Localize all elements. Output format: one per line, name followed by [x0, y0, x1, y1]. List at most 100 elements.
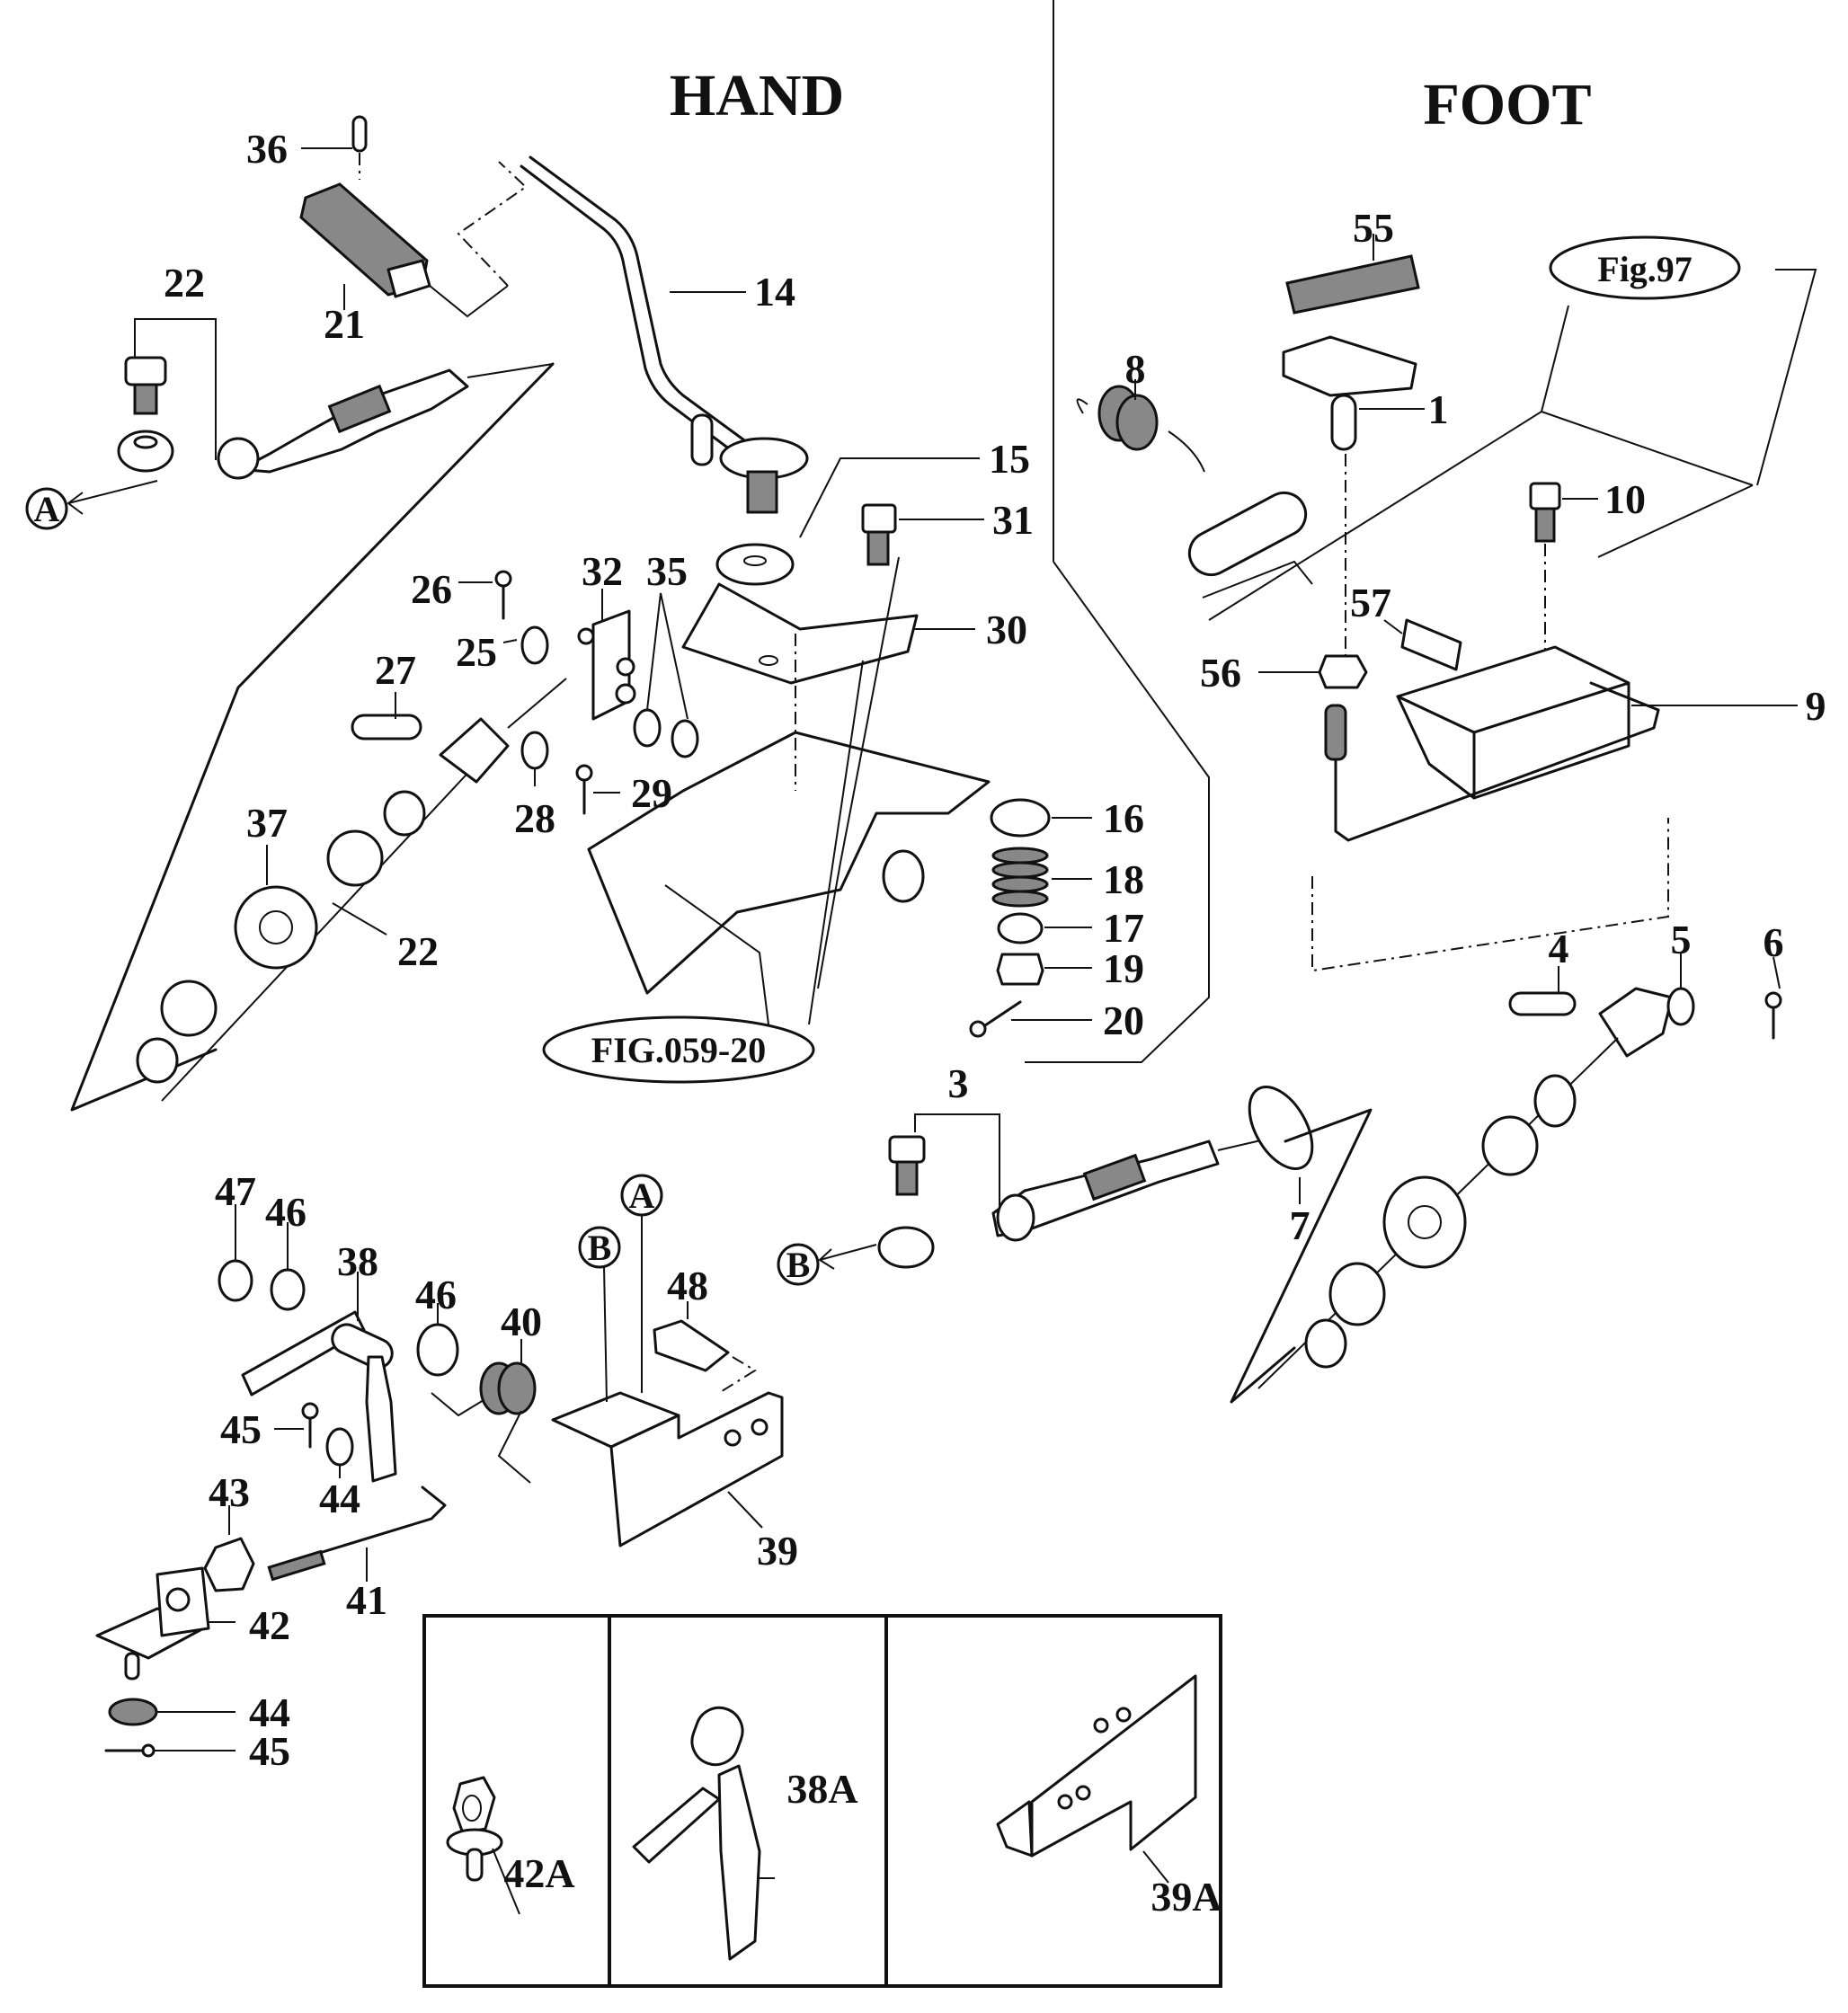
hand-labels: 36 21 22 14 15 31 32 35 30 26 25 27 28 2… [164, 126, 1144, 1043]
dashed-frame [1311, 818, 1669, 972]
part-5-washer [1666, 953, 1695, 1026]
reference-fig-059-20[interactable]: FIG.059-20 [542, 1015, 815, 1084]
part-47-clip [218, 1204, 253, 1302]
inset-panel-42a [446, 1776, 520, 1915]
inset-labels: 42A 38A 39A [503, 1766, 1222, 1920]
label-38a: 38A [786, 1766, 857, 1812]
part-35-washers [633, 592, 699, 758]
label-46-left: 46 [265, 1189, 307, 1235]
connector-b-right[interactable]: B [777, 1243, 877, 1286]
connector-b-label: B [786, 1245, 811, 1285]
part-18-spring [991, 847, 1049, 908]
part-4-pin [1508, 966, 1577, 1016]
part-20-cotter [978, 1000, 1022, 1031]
label-20: 20 [1103, 998, 1144, 1043]
label-7: 7 [1290, 1202, 1310, 1248]
part-10-bolt [1529, 482, 1598, 670]
part-57-key [1383, 618, 1462, 671]
spring-stack [969, 798, 1092, 1038]
connector-b-lower-label: B [588, 1228, 612, 1268]
label-37: 37 [246, 800, 288, 846]
label-47: 47 [215, 1168, 256, 1214]
connector-a-left[interactable]: A [25, 480, 158, 530]
label-42a: 42A [503, 1850, 574, 1896]
linkage-labels: 47 46 38 46 40 48 45 44 43 41 42 39 44 4… [209, 1168, 798, 1774]
part-15-washer [715, 457, 980, 586]
label-26: 26 [411, 566, 452, 612]
label-18: 18 [1103, 856, 1144, 902]
label-45-mid: 45 [220, 1406, 262, 1452]
hand-section-title: HAND [670, 63, 844, 129]
label-17: 17 [1103, 905, 1144, 951]
label-41: 41 [346, 1577, 387, 1623]
foot-section-title: FOOT [1423, 72, 1591, 137]
label-5: 5 [1671, 917, 1692, 962]
part-44-washer-mid [325, 1427, 354, 1478]
label-14: 14 [754, 269, 795, 315]
link-plate [1187, 491, 1308, 577]
part-36-pin [351, 115, 368, 180]
label-6: 6 [1764, 919, 1784, 965]
label-36: 36 [246, 126, 288, 172]
part-45-cotter-mid [274, 1402, 319, 1449]
label-57: 57 [1350, 580, 1391, 625]
label-38: 38 [337, 1238, 378, 1284]
part-42-bracket [95, 1566, 235, 1680]
part-55-pedal-pad [1285, 234, 1420, 315]
label-28: 28 [514, 795, 555, 841]
part-17-washer [997, 912, 1044, 944]
label-19: 19 [1103, 945, 1144, 991]
part-9-pedal-arm [1324, 645, 1798, 842]
part-45-cotter-bottom [104, 1743, 235, 1758]
part-31-bolt [861, 503, 984, 566]
reference-fig-97-label: Fig.97 [1597, 249, 1693, 289]
part-14-lever [520, 155, 809, 514]
hand-cable-outline [70, 362, 555, 1112]
label-55: 55 [1353, 205, 1394, 251]
part-38-arm [241, 1272, 397, 1483]
inset-box [422, 1614, 1222, 1988]
label-56: 56 [1200, 650, 1241, 696]
connector-a-lower[interactable]: A [620, 1174, 663, 1393]
foot-labels: 8 55 1 10 57 56 9 4 5 6 3 7 [948, 205, 1826, 1248]
part-27-pin [351, 692, 422, 740]
connector-b-lower[interactable]: B [578, 1226, 621, 1403]
label-45-bottom: 45 [249, 1728, 290, 1774]
section-divider [1025, 0, 1210, 1063]
part-32-plate [577, 589, 636, 721]
part-39-bracket [551, 1391, 784, 1547]
part-30-bracket [681, 582, 975, 685]
label-10: 10 [1604, 476, 1646, 522]
reference-fig-97[interactable]: Fig.97 [1549, 235, 1741, 300]
label-44-bottom: 44 [249, 1689, 290, 1735]
label-1: 1 [1428, 386, 1449, 432]
part-40-spring [431, 1339, 537, 1484]
label-31: 31 [992, 497, 1034, 543]
label-29: 29 [631, 770, 672, 816]
label-9: 9 [1806, 683, 1826, 729]
foot-cable-lower [1257, 1037, 1619, 1389]
label-39a: 39A [1151, 1874, 1222, 1920]
part-6-cotter [1764, 956, 1782, 1040]
part-56-nut [1258, 654, 1368, 689]
label-48: 48 [667, 1263, 708, 1308]
label-44-mid: 44 [319, 1476, 360, 1521]
label-22-bottom: 22 [397, 928, 439, 974]
label-43: 43 [209, 1469, 250, 1515]
part-3-cable [877, 1113, 1277, 1269]
label-32: 32 [582, 548, 623, 594]
part-25-washer [502, 625, 549, 665]
part-1-pedal [1282, 335, 1425, 661]
part-41-rod [267, 1485, 447, 1582]
label-39: 39 [757, 1528, 798, 1574]
label-16: 16 [1103, 795, 1144, 841]
label-3: 3 [948, 1060, 969, 1106]
label-8: 8 [1125, 346, 1146, 392]
part-46-bushing-right [416, 1303, 459, 1377]
connector-a-lower-label: A [629, 1175, 655, 1216]
part-28-washer [520, 731, 549, 786]
part-44-washer-bottom [108, 1698, 235, 1726]
part-8-spring [1076, 379, 1205, 473]
part-21-grip [299, 161, 528, 318]
